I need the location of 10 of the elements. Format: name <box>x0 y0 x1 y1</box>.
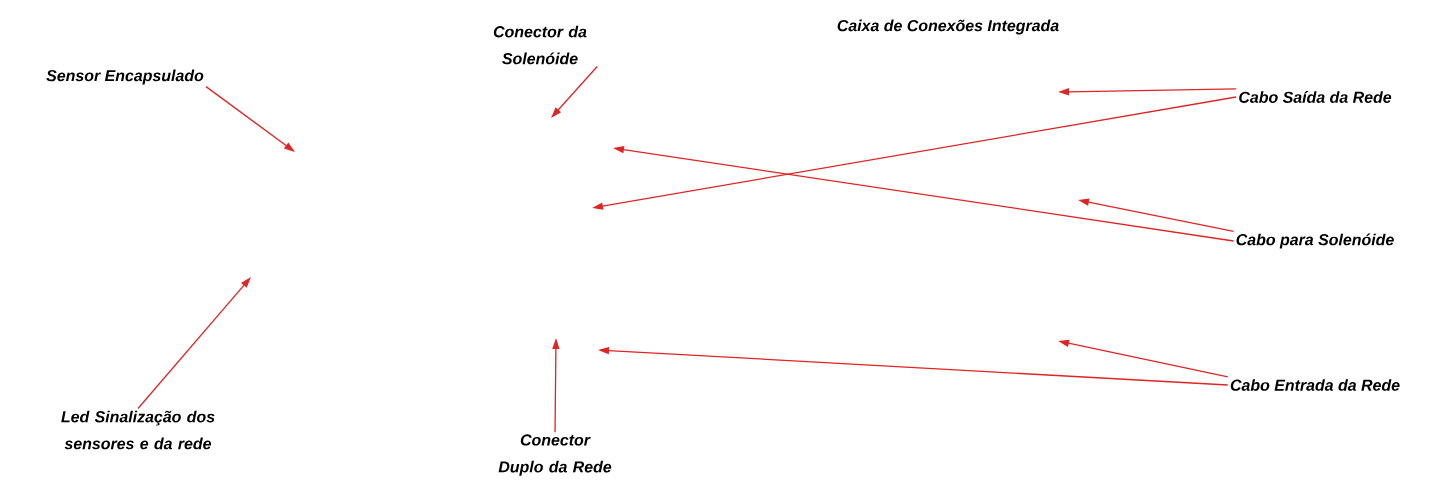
callout-label: Cabo Entrada da Rede <box>1230 379 1400 391</box>
callout-label: Sensor Encapsulado <box>46 69 204 85</box>
heading-label: Caixa de Conexões Integrada <box>837 19 1059 35</box>
leader-line <box>551 65 598 118</box>
callout-label: Conector Duplo da Rede <box>498 434 612 476</box>
leader-line <box>137 277 251 410</box>
callout-label: Conector da Solenóide <box>493 25 587 65</box>
callout-label: Led Sinalização dos sensores e da rede <box>61 410 215 450</box>
callout-label: Cabo Saída da Rede <box>1239 91 1392 103</box>
callout-label: Cabo para Solenóide <box>1236 233 1394 249</box>
